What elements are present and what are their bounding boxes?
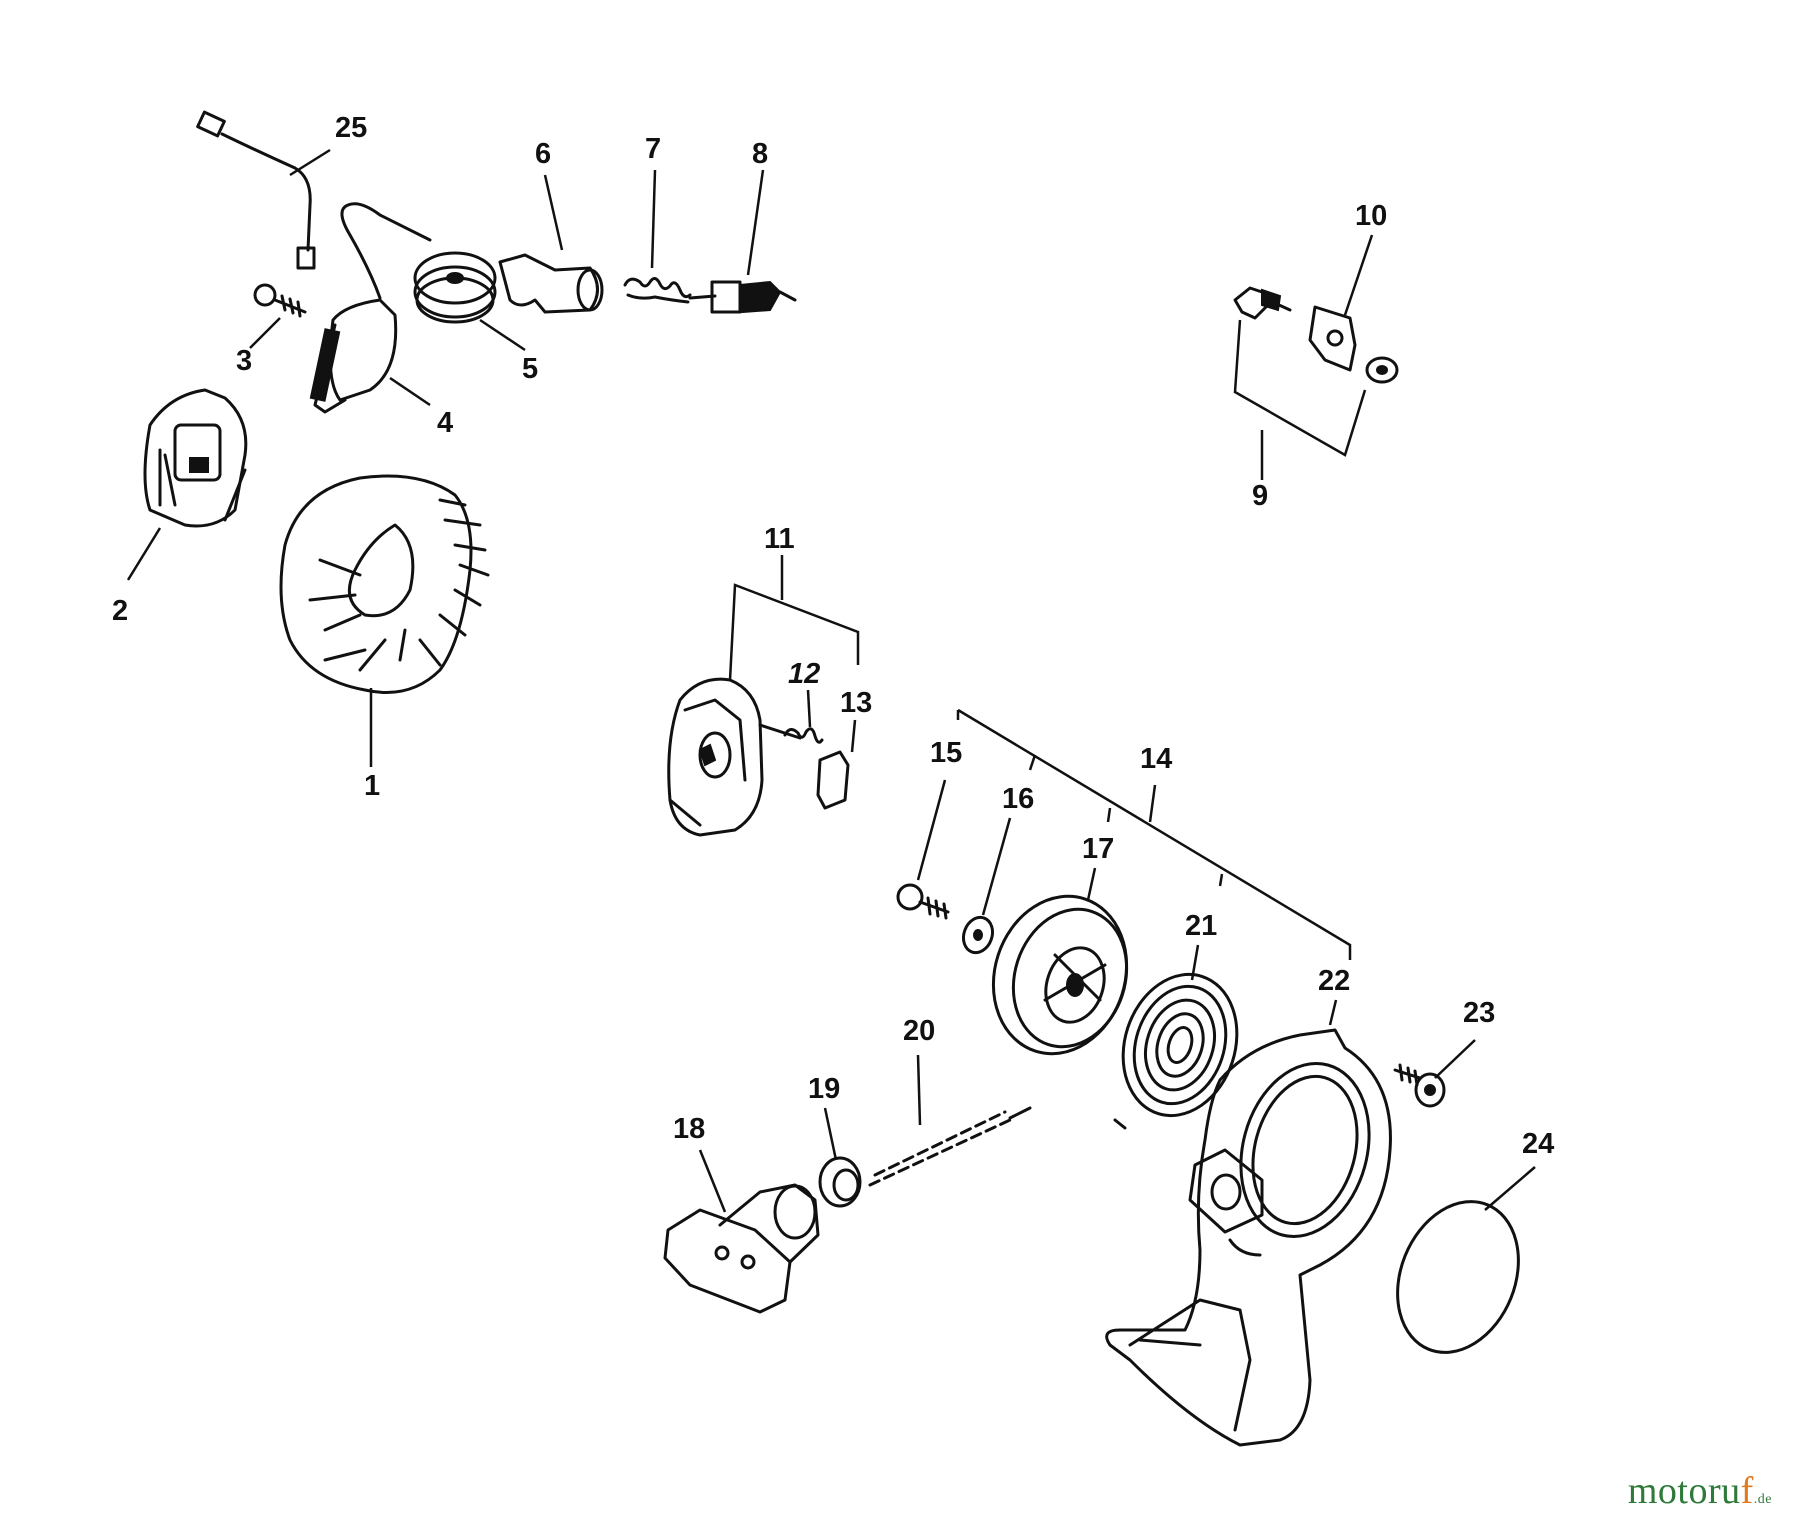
callout-3: 3: [236, 345, 252, 377]
tick-21: [1218, 873, 1224, 887]
callout-21: 21: [1185, 910, 1217, 942]
coil-spool-part: [413, 251, 497, 324]
recoil-spring-part: [1113, 972, 1239, 1130]
leader-15: [916, 779, 947, 881]
bracket-14: [956, 708, 1352, 960]
callout-1: 1: [364, 770, 380, 802]
leader-5: [479, 318, 526, 352]
callout-16: 16: [1002, 783, 1034, 815]
leader-17: [1086, 867, 1097, 901]
bracket-9: [1233, 319, 1367, 457]
callout-20: 20: [903, 1015, 935, 1047]
washer-part: [961, 915, 995, 955]
leader-4: [389, 376, 431, 407]
leader-2: [126, 527, 162, 581]
tick-17: [1106, 807, 1112, 823]
tick-16: [1028, 754, 1037, 771]
callout-14: 14: [1140, 743, 1172, 775]
leader-12: [806, 689, 812, 728]
watermark-tld: .de: [1753, 1492, 1772, 1507]
starter-rope-part: [868, 1106, 1032, 1187]
callout-25: 25: [335, 112, 367, 144]
ignition-coil-part: [309, 202, 432, 414]
callout-9: 9: [1252, 480, 1268, 512]
callout-5: 5: [522, 353, 538, 385]
callout-23: 23: [1463, 997, 1495, 1029]
bracket-part: [143, 388, 248, 528]
leader-14: [1148, 784, 1157, 823]
leader-23: [1434, 1039, 1476, 1079]
callout-10: 10: [1355, 200, 1387, 232]
screw-part: [253, 283, 307, 318]
leader-8: [746, 169, 765, 276]
callout-17: 17: [1082, 833, 1114, 865]
wire-lead-part: [196, 110, 316, 270]
callout-19: 19: [808, 1073, 840, 1105]
spark-plug-part: [688, 280, 797, 314]
watermark-accent: f: [1740, 1470, 1754, 1512]
pulley-part: [991, 894, 1129, 1056]
starter-housing-part: [1105, 1028, 1392, 1447]
leader-13: [850, 719, 857, 753]
bracket-11: [728, 583, 860, 681]
leader-22: [1328, 999, 1338, 1026]
leader-10: [1343, 234, 1374, 316]
leader-24: [1484, 1166, 1536, 1211]
leader-7: [650, 169, 657, 269]
callout-2: 2: [112, 595, 128, 627]
watermark-logo: motoruf.de: [1628, 1469, 1772, 1513]
leader-18: [698, 1149, 727, 1213]
callout-24: 24: [1522, 1128, 1554, 1160]
rope-grommet-part: [818, 1156, 862, 1208]
callout-8: 8: [752, 138, 768, 170]
leader-21: [1190, 944, 1200, 981]
callout-22: 22: [1318, 965, 1350, 997]
callout-4: 4: [437, 407, 453, 439]
watermark-main: motoru: [1627, 1470, 1741, 1512]
flywheel-part: [279, 474, 490, 694]
callout-labels: 25 6 7 8 3 5 4 2 1 10 9 11 12 13 14 15 1…: [112, 112, 1554, 1160]
o-ring-part: [1396, 1200, 1520, 1354]
clutch-assembly-part: [667, 677, 850, 837]
leader-3: [249, 317, 281, 349]
spring-part: [623, 277, 692, 304]
leader-6: [543, 174, 564, 251]
leader-25: [289, 148, 331, 177]
pulley-screw-part: [896, 883, 950, 920]
callout-18: 18: [673, 1113, 705, 1145]
callout-11: 11: [764, 523, 795, 555]
switch-assembly-part: [1233, 286, 1399, 384]
callout-12: 12: [788, 658, 820, 690]
callout-7: 7: [645, 133, 661, 165]
leader-lines: [126, 148, 1536, 1213]
leader-16: [981, 817, 1012, 916]
starter-handle-part: [663, 1183, 820, 1314]
plug-cap-part: [498, 253, 604, 314]
callout-6: 6: [535, 138, 551, 170]
callout-13: 13: [840, 687, 872, 719]
housing-screw-part: [1393, 1063, 1446, 1108]
leader-19: [823, 1107, 838, 1161]
leader-20: [916, 1054, 922, 1126]
callout-15: 15: [930, 737, 962, 769]
